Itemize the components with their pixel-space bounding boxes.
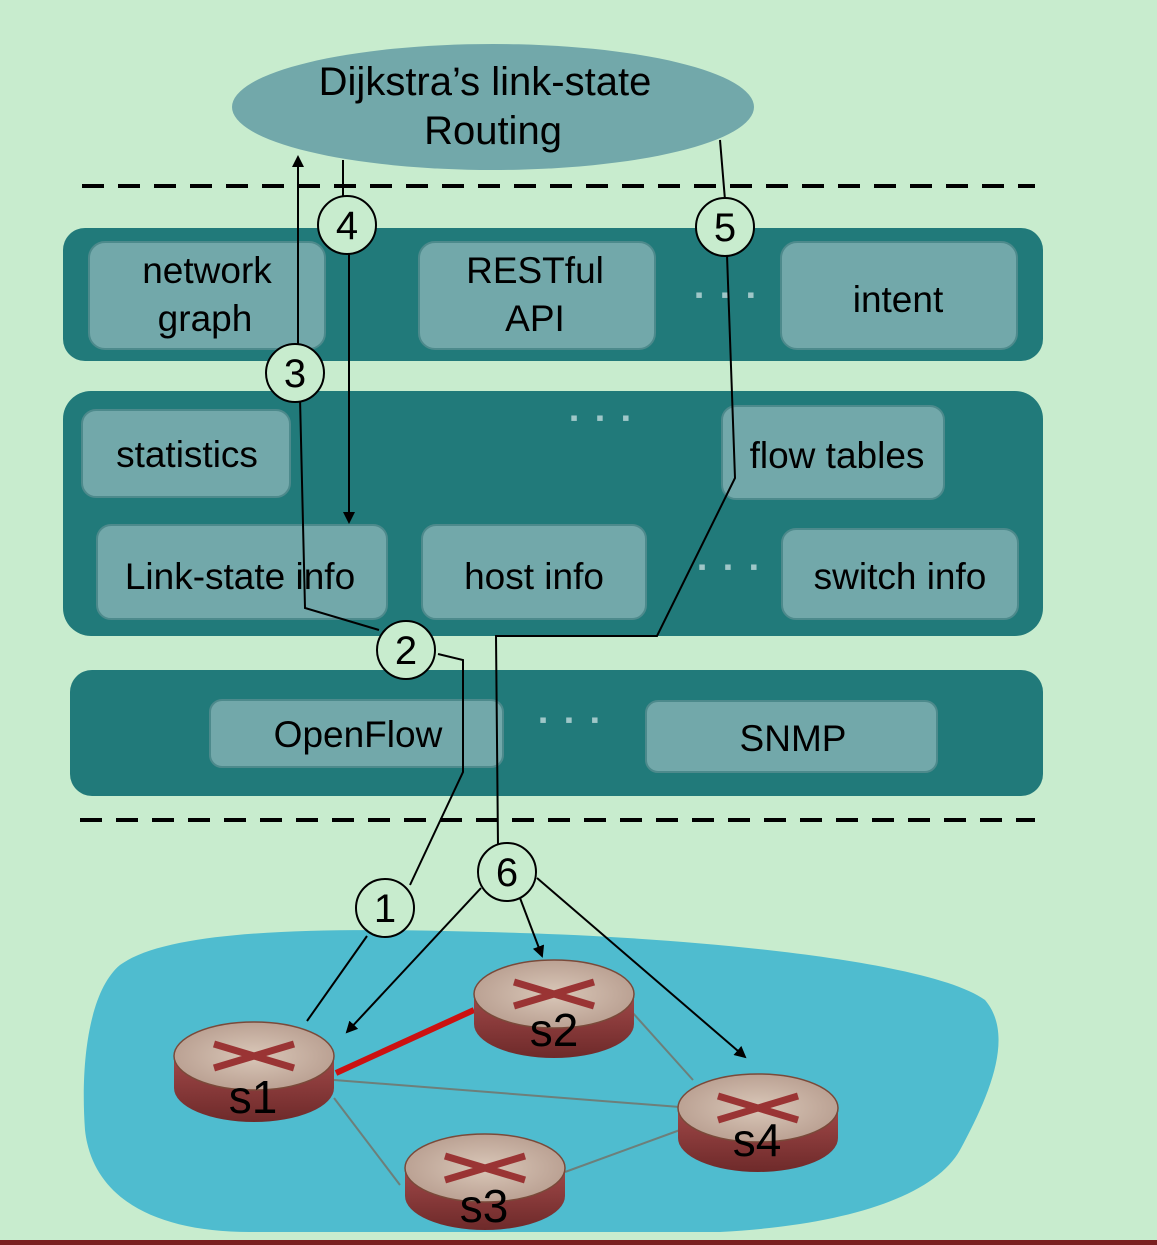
restful-api-label-2: API xyxy=(505,298,565,339)
switch-s4: s4 xyxy=(677,1073,839,1172)
step-circle xyxy=(695,197,755,257)
bottom-border xyxy=(0,1240,1157,1245)
flow-tables-box xyxy=(721,405,945,500)
flow-paths xyxy=(292,139,747,1059)
link-state-info-label: Link-state info xyxy=(125,556,355,597)
step-2: 2 xyxy=(376,620,436,680)
step-number: 5 xyxy=(714,206,736,250)
intent-label: intent xyxy=(853,279,944,320)
switch-label: s4 xyxy=(733,1114,782,1166)
link-s1-s4 xyxy=(333,1079,681,1108)
path-step6-to-s1 xyxy=(345,887,482,1034)
restful-api-box xyxy=(418,241,656,350)
step-5: 5 xyxy=(695,197,755,257)
switch-info-box xyxy=(781,528,1019,620)
step-number: 2 xyxy=(395,629,417,673)
network-graph-box xyxy=(88,241,326,350)
openflow-label: OpenFlow xyxy=(274,714,443,755)
step-circle xyxy=(317,195,377,255)
routing-app-title-line1: Dijkstra’s link-state xyxy=(319,60,652,104)
openflow-box xyxy=(209,699,504,768)
switch-s3: s3 xyxy=(404,1133,566,1232)
step-circle xyxy=(355,878,415,938)
routing-app-ellipse xyxy=(232,44,754,170)
path-step6-to-s2 xyxy=(519,897,545,958)
link-s2-s4 xyxy=(631,1011,694,1081)
switch-label: s1 xyxy=(229,1071,278,1123)
network-graph-label-1: network xyxy=(142,250,272,291)
northbound-layer: network graph RESTful API ▪ ▪ ▪ intent xyxy=(63,228,1043,361)
router-icon xyxy=(716,1092,800,1124)
southbound-layer: OpenFlow ▪ ▪ ▪ SNMP xyxy=(70,670,1043,796)
path-routing-to-step5 xyxy=(719,139,726,201)
northbound-ellipsis: ▪ ▪ ▪ xyxy=(695,282,761,307)
switch-label: s3 xyxy=(460,1180,509,1232)
path-step5-to-step6 xyxy=(494,254,737,847)
link-s3-s4 xyxy=(564,1129,681,1173)
step-4: 4 xyxy=(317,195,377,255)
step-1: 1 xyxy=(355,878,415,938)
switch-s2: s2 xyxy=(473,959,635,1058)
switch-links xyxy=(333,1007,694,1186)
path-step2-to-step3 xyxy=(299,397,380,631)
step-number: 3 xyxy=(284,352,306,396)
step-circle xyxy=(376,620,436,680)
router-icon xyxy=(212,1040,296,1072)
routing-app-title-line2: Routing xyxy=(424,109,562,153)
link-state-info-box xyxy=(96,524,388,620)
statistics-box xyxy=(81,409,291,498)
state-ellipsis-top: ▪ ▪ ▪ xyxy=(570,405,636,430)
path-s1-to-step1 xyxy=(306,935,368,1022)
flow-tables-label: flow tables xyxy=(750,435,925,476)
snmp-label: SNMP xyxy=(740,718,847,759)
routing-app: Dijkstra’s link-state Routing xyxy=(232,44,754,170)
network-graph-label-2: graph xyxy=(158,298,253,339)
state-management-layer: statistics ▪ ▪ ▪ flow tables Link-state … xyxy=(63,391,1043,636)
path-step6-to-s4 xyxy=(536,877,747,1059)
snmp-box xyxy=(645,700,938,773)
step-number: 4 xyxy=(336,204,358,248)
router-icon xyxy=(512,978,596,1010)
router-icon xyxy=(443,1152,527,1184)
host-info-box xyxy=(421,524,647,620)
step-6: 6 xyxy=(477,842,537,902)
restful-api-label-1: RESTful xyxy=(466,250,604,291)
state-ellipsis-bottom: ▪ ▪ ▪ xyxy=(698,554,764,579)
step-number: 1 xyxy=(374,887,396,931)
switch-s1: s1 xyxy=(173,1021,335,1123)
switch-label: s2 xyxy=(530,1004,579,1056)
step-circle xyxy=(265,343,325,403)
step-number: 6 xyxy=(496,851,518,895)
southbound-ellipsis: ▪ ▪ ▪ xyxy=(539,707,605,732)
switch-info-label: switch info xyxy=(814,556,987,597)
intent-box xyxy=(780,241,1018,350)
link-s1-s2-highlighted xyxy=(334,1007,476,1076)
path-step1-to-step2 xyxy=(409,653,464,886)
host-info-label: host info xyxy=(464,556,604,597)
step-3: 3 xyxy=(265,343,325,403)
statistics-label: statistics xyxy=(116,434,258,475)
link-s1-s3 xyxy=(333,1097,401,1186)
step-circle xyxy=(477,842,537,902)
